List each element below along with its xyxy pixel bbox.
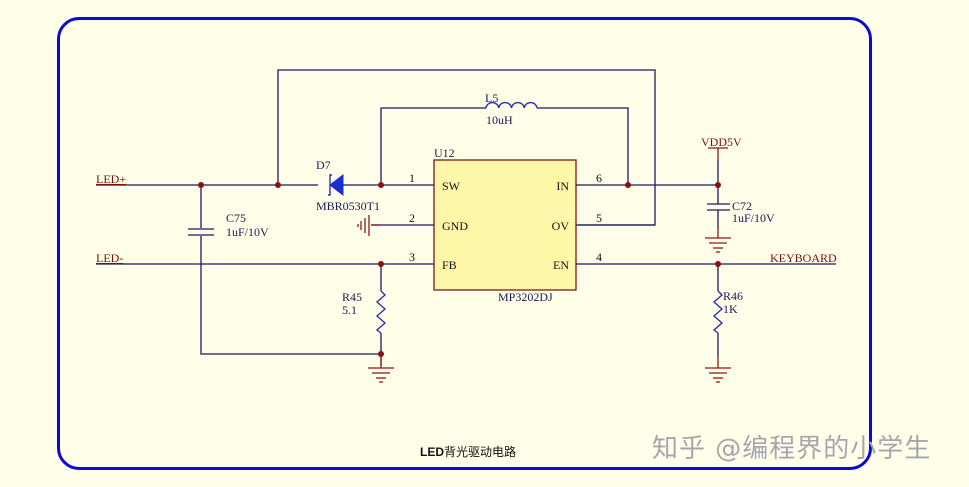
ground-symbol-c72 — [705, 226, 731, 253]
ic-pin-name-en: EN — [553, 258, 569, 272]
wire-c75-return — [200, 236, 381, 355]
inductor-l5-ref: L5 — [485, 91, 498, 105]
capacitor-c75-value: 1uF/10V — [226, 225, 269, 239]
junction-fb — [378, 261, 384, 267]
inductor-l5-value: 10uH — [486, 113, 513, 127]
net-label-keyboard: KEYBOARD — [770, 251, 837, 265]
capacitor-c72-value: 1uF/10V — [732, 211, 775, 225]
ic-pin-name-gnd: GND — [442, 219, 468, 233]
ic-pin-num-1: 1 — [409, 171, 415, 185]
caption-bold-part: LED — [420, 445, 444, 459]
ic-pin-name-in: IN — [556, 179, 569, 193]
ic-pin-num-3: 3 — [409, 250, 415, 264]
ic-u12-value: MP3202DJ — [498, 290, 553, 304]
ic-pin-num-2: 2 — [409, 211, 415, 225]
junction-in-inductor — [625, 182, 631, 188]
inductor-l5-symbol — [485, 101, 538, 109]
watermark-text: 知乎 @编程界的小学生 — [652, 434, 932, 464]
ground-symbol-pin2 — [357, 215, 380, 236]
capacitor-c72-ref: C72 — [732, 199, 752, 213]
junction-vdd — [715, 182, 721, 188]
net-label-led-plus: LED+ — [96, 172, 126, 186]
wire-inductor-left — [380, 107, 486, 185]
resistor-r46-value: 1K — [723, 302, 738, 316]
resistor-r45-value: 5.1 — [342, 303, 357, 317]
diode-d7-cathode-bar — [328, 174, 332, 196]
resistor-r46-ref: R46 — [723, 289, 743, 303]
wire-inductor-right — [537, 107, 629, 185]
junction-en-r46 — [715, 261, 721, 267]
junction-ground-return — [378, 351, 384, 357]
net-label-vdd5v: VDD5V — [701, 135, 742, 149]
caption-rest-part: 背光驱动电路 — [444, 444, 516, 459]
ic-pin-num-4: 4 — [596, 250, 602, 264]
diode-d7-value: MBR0530T1 — [316, 199, 380, 213]
diode-d7-symbol — [329, 173, 344, 197]
capacitor-c75-ref: C75 — [226, 211, 246, 225]
ic-u12-body — [433, 159, 577, 291]
schematic-frame — [57, 17, 872, 470]
resistor-r45-ref: R45 — [342, 290, 362, 304]
net-label-led-minus: LED- — [96, 251, 123, 265]
resistor-r46-symbol — [712, 290, 724, 334]
diode-d7-ref: D7 — [316, 158, 331, 172]
ic-pin-name-sw: SW — [442, 179, 461, 193]
junction-loop-ledplus — [275, 182, 281, 188]
ic-u12-ref: U12 — [434, 146, 455, 160]
ic-pin-num-6: 6 — [596, 171, 602, 185]
resistor-r45-symbol — [375, 290, 387, 334]
ic-pin-name-ov: OV — [552, 219, 570, 233]
diagram-caption: LED背光驱动电路 — [420, 444, 516, 459]
ground-symbol-r45 — [368, 356, 394, 383]
ground-symbol-r46 — [705, 356, 731, 383]
junction-sw — [378, 182, 384, 188]
ic-pin-num-5: 5 — [596, 211, 602, 225]
junction-c75-ledplus — [198, 182, 204, 188]
ic-pin-name-fb: FB — [442, 258, 457, 272]
